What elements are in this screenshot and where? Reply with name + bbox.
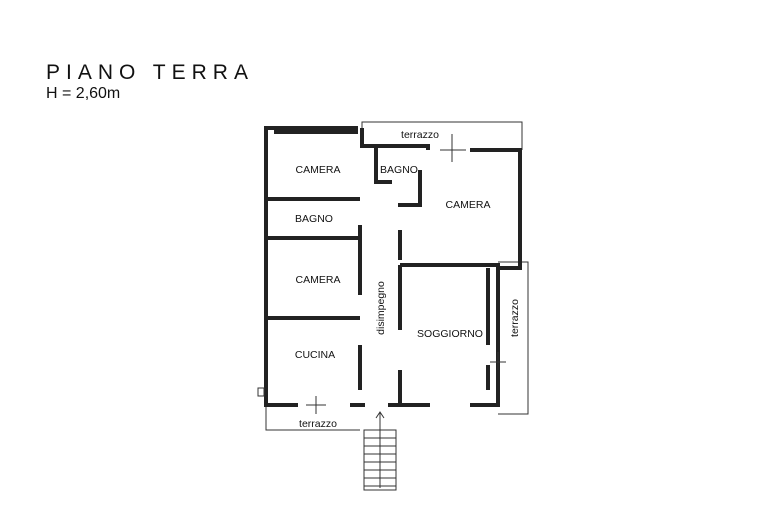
room-disimpegno: disimpegno [375, 281, 387, 335]
page-title: PIANO TERRA [46, 61, 254, 84]
terrace-top-label: terrazzo [401, 129, 439, 141]
room-bagno-small: BAGNO [380, 164, 418, 176]
room-camera-mid-left: CAMERA [296, 274, 341, 286]
exterior-walls [264, 126, 522, 407]
room-cucina: CUCINA [295, 349, 335, 361]
room-camera-right: CAMERA [446, 199, 491, 211]
fixtures [257, 134, 506, 414]
room-bagno-left: BAGNO [295, 213, 333, 225]
room-soggiorno: SOGGIORNO [417, 328, 483, 340]
entrance-stair [363, 411, 397, 491]
interior-walls [268, 128, 500, 405]
room-camera-top-left: CAMERA [296, 164, 341, 176]
ceiling-height-label: H = 2,60m [46, 85, 121, 102]
terrace-bottom-label: terrazzo [299, 418, 337, 430]
terrace-right-label: terrazzo [509, 299, 521, 337]
